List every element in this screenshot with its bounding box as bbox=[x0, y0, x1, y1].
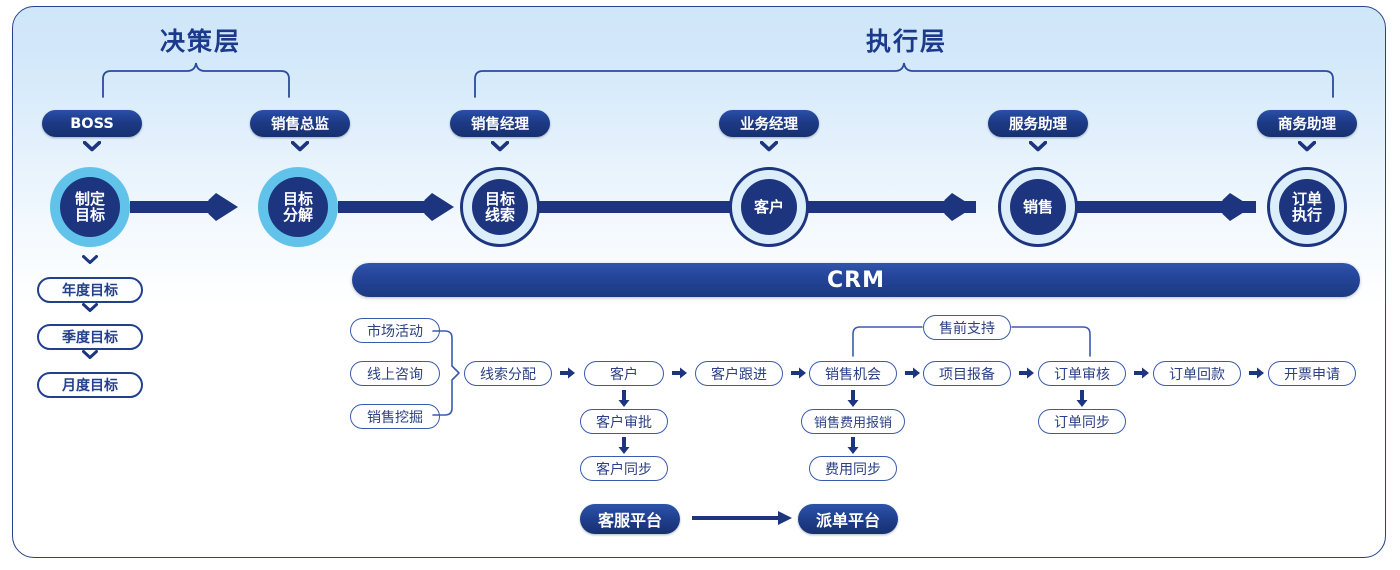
arrow-right-icon bbox=[905, 366, 921, 380]
chevron-down-icon bbox=[491, 141, 509, 152]
role-pill-business-assistant[interactable]: 商务助理 bbox=[1257, 110, 1357, 137]
arrow-down-icon bbox=[847, 437, 859, 455]
node-set-goal-core: 制定目标 bbox=[60, 177, 120, 237]
platform-pill-dispatch[interactable]: 派单平台 bbox=[798, 504, 898, 534]
flow-pill-expense-sync[interactable]: 费用同步 bbox=[809, 456, 897, 481]
node-goal-lead-core: 目标线索 bbox=[472, 179, 528, 235]
flow-pill-order-sync[interactable]: 订单同步 bbox=[1038, 409, 1126, 434]
crm-bar[interactable]: CRM bbox=[352, 263, 1360, 297]
flow-pill-sales-expense-reimbursement[interactable]: 销售费用报销 bbox=[801, 409, 905, 434]
flow-pill-invoice-request[interactable]: 开票申请 bbox=[1268, 361, 1356, 386]
flow-pill-project-registration[interactable]: 项目报备 bbox=[923, 361, 1011, 386]
goal-pill-annual[interactable]: 年度目标 bbox=[37, 277, 143, 303]
node-goal-breakdown-core: 目标分解 bbox=[268, 177, 328, 237]
chevron-down-icon bbox=[82, 255, 98, 265]
role-pill-business-manager[interactable]: 业务经理 bbox=[719, 110, 819, 137]
flow-pill-lead-assign[interactable]: 线索分配 bbox=[464, 361, 552, 386]
flow-pill-customer-sync[interactable]: 客户同步 bbox=[580, 456, 668, 481]
node-goal-lead[interactable]: 目标线索 bbox=[460, 167, 540, 247]
chevron-down-icon bbox=[82, 303, 98, 313]
source-pill-market-activity[interactable]: 市场活动 bbox=[350, 318, 440, 343]
flow-pill-presales-support[interactable]: 售前支持 bbox=[923, 315, 1011, 340]
source-pill-online-consult[interactable]: 线上咨询 bbox=[350, 361, 440, 386]
node-customer-core: 客户 bbox=[741, 179, 797, 235]
platform-pill-service[interactable]: 客服平台 bbox=[580, 504, 680, 534]
flow-pill-sales-opportunity[interactable]: 销售机会 bbox=[809, 361, 897, 386]
arrow-right-icon bbox=[791, 366, 807, 380]
node-sales-core: 销售 bbox=[1010, 179, 1066, 235]
arrow-down-icon bbox=[618, 437, 630, 455]
arrow-down-icon bbox=[618, 390, 630, 408]
flow-pill-order-review[interactable]: 订单审核 bbox=[1038, 361, 1126, 386]
source-pill-sales-mining[interactable]: 销售挖掘 bbox=[350, 404, 440, 429]
arrow-right-icon bbox=[672, 366, 688, 380]
role-pill-service-assistant[interactable]: 服务助理 bbox=[988, 110, 1088, 137]
chevron-down-icon bbox=[82, 350, 98, 360]
role-pill-sales-manager[interactable]: 销售经理 bbox=[450, 110, 550, 137]
node-sales[interactable]: 销售 bbox=[998, 167, 1078, 247]
chevron-down-icon bbox=[1029, 141, 1047, 152]
arrow-right-icon bbox=[1019, 366, 1035, 380]
role-pill-boss[interactable]: BOSS bbox=[42, 110, 142, 137]
arrow-right-icon bbox=[1249, 366, 1265, 380]
chevron-down-icon bbox=[1298, 141, 1316, 152]
node-set-goal[interactable]: 制定目标 bbox=[50, 167, 130, 247]
section-title-decision: 决策层 bbox=[160, 27, 242, 56]
goal-pill-monthly[interactable]: 月度目标 bbox=[37, 372, 143, 398]
flow-pill-order-payment[interactable]: 订单回款 bbox=[1153, 361, 1241, 386]
arrow-down-icon bbox=[1076, 390, 1088, 408]
section-title-execution: 执行层 bbox=[866, 27, 948, 56]
node-customer[interactable]: 客户 bbox=[729, 167, 809, 247]
node-order-execution-core: 订单执行 bbox=[1279, 179, 1335, 235]
goal-pill-quarterly[interactable]: 季度目标 bbox=[37, 324, 143, 350]
chevron-down-icon bbox=[83, 141, 101, 152]
flow-pill-customer-approval[interactable]: 客户审批 bbox=[580, 409, 668, 434]
node-order-execution[interactable]: 订单执行 bbox=[1267, 167, 1347, 247]
chevron-down-icon bbox=[760, 141, 778, 152]
flow-pill-customer[interactable]: 客户 bbox=[584, 361, 664, 386]
arrow-down-icon bbox=[847, 390, 859, 408]
flow-pill-customer-follow[interactable]: 客户跟进 bbox=[695, 361, 783, 386]
arrow-right-icon bbox=[1134, 366, 1150, 380]
chevron-down-icon bbox=[291, 141, 309, 152]
node-goal-breakdown[interactable]: 目标分解 bbox=[258, 167, 338, 247]
role-pill-sales-director[interactable]: 销售总监 bbox=[250, 110, 350, 137]
arrow-right-icon bbox=[560, 366, 576, 380]
